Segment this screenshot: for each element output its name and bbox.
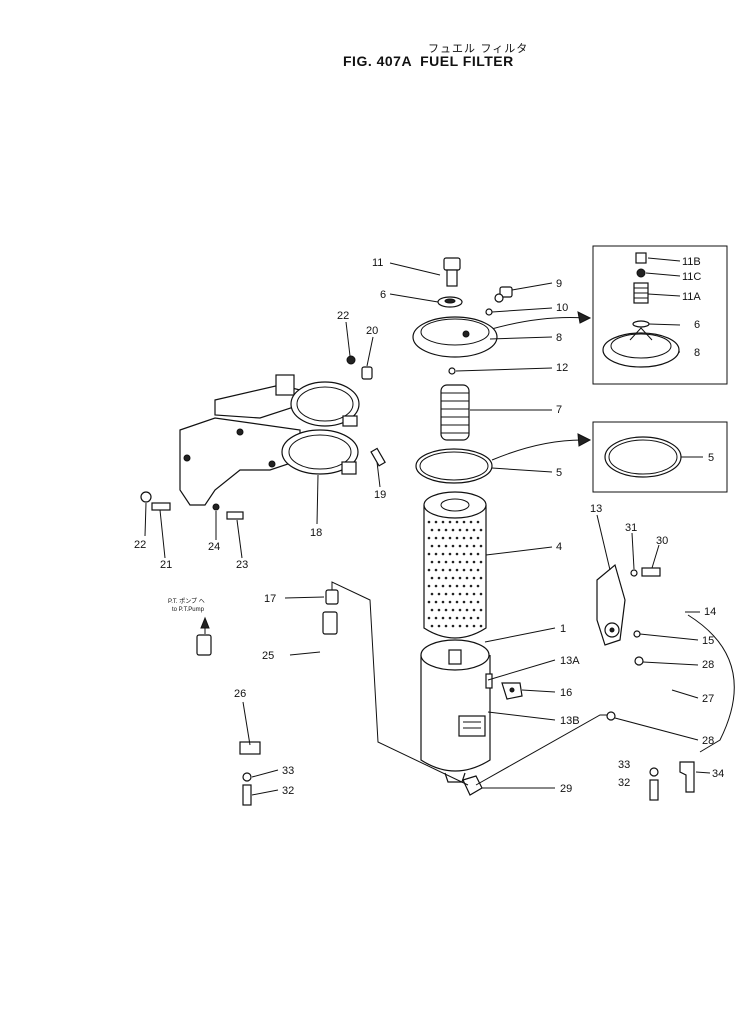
callout-32-left: 32 xyxy=(282,785,294,797)
fitting-17 xyxy=(325,589,339,605)
pipe-right xyxy=(475,714,610,786)
arrow-up-icon xyxy=(200,616,210,629)
detail-gasket-ring xyxy=(604,436,682,478)
bracket-34 xyxy=(679,761,695,793)
callout-5-detail: 5 xyxy=(708,452,714,464)
bolt-20 xyxy=(361,366,373,380)
callout-22-top: 22 xyxy=(337,310,349,322)
gasket-5 xyxy=(415,448,493,484)
washer-33-left xyxy=(242,772,252,782)
figure-number: FIG. 407A xyxy=(343,53,413,69)
callout-31: 31 xyxy=(625,522,637,534)
callout-18: 18 xyxy=(310,527,322,539)
title-japanese: フュエル フィルタ xyxy=(428,42,529,55)
callout-23: 23 xyxy=(236,559,248,571)
detail-cover-assembly xyxy=(602,252,680,368)
bolt-32-left xyxy=(242,784,252,806)
callout-11a: 11A xyxy=(682,291,701,303)
callout-8: 8 xyxy=(556,332,562,344)
callout-20: 20 xyxy=(366,325,378,337)
callout-4: 4 xyxy=(556,541,562,553)
cover-8 xyxy=(412,316,498,358)
clamp-18 xyxy=(281,381,360,475)
callout-21: 21 xyxy=(160,559,172,571)
plug-9 xyxy=(494,286,513,303)
ring-12 xyxy=(448,367,456,375)
washer-10 xyxy=(485,308,493,316)
callout-13b: 13B xyxy=(560,715,580,727)
callout-34: 34 xyxy=(712,768,724,780)
nut-22 xyxy=(346,355,356,365)
callout-11b: 11B xyxy=(682,256,701,268)
pipe-to-drain xyxy=(331,581,469,786)
clamp-28-lower xyxy=(606,711,616,721)
callout-33-right: 33 xyxy=(618,759,630,771)
callout-26: 26 xyxy=(234,688,246,700)
callout-24: 24 xyxy=(208,541,220,553)
bracket-assembly xyxy=(179,374,301,506)
callout-22-bottom: 22 xyxy=(134,539,146,551)
bolt-11 xyxy=(443,257,461,287)
callout-28-lower: 28 xyxy=(702,735,714,747)
bolt-32-right xyxy=(649,779,659,801)
drain-29 xyxy=(462,775,483,796)
figure-name: FUEL FILTER xyxy=(420,53,514,69)
note-line-en: to P.T.Pump xyxy=(172,607,205,613)
callout-10: 10 xyxy=(556,302,568,314)
callout-8-detail: 8 xyxy=(694,347,700,359)
bolt-30 xyxy=(641,567,661,577)
callout-11: 11 xyxy=(372,257,383,269)
callout-5: 5 xyxy=(556,467,562,479)
element-perforations xyxy=(427,520,483,628)
note-line-jp: P.T. ポンプ へ xyxy=(168,597,205,605)
callout-labels: 11 6 9 10 8 12 7 5 4 1 13A 16 13B 29 11B… xyxy=(134,256,724,797)
washer-33-right xyxy=(649,767,659,777)
callout-13a: 13A xyxy=(560,655,580,667)
detail-box-cover xyxy=(592,245,728,385)
callout-12: 12 xyxy=(556,362,568,374)
hose-25 xyxy=(196,611,338,789)
callout-15: 15 xyxy=(702,635,714,647)
spring-7 xyxy=(440,384,470,441)
element-4 xyxy=(423,491,487,639)
bolt-21 xyxy=(140,491,171,511)
callout-17: 17 xyxy=(264,593,276,605)
washer-24 xyxy=(212,503,220,511)
figure-title: FIG. 407A FUEL FILTER xyxy=(343,53,514,69)
callout-29: 29 xyxy=(560,783,572,795)
callout-27: 27 xyxy=(702,693,714,705)
bracket-13 xyxy=(596,563,626,646)
arrow-to-gasket-detail xyxy=(491,439,583,461)
callout-14: 14 xyxy=(704,606,716,618)
washer-31 xyxy=(630,569,638,577)
detail-box-gasket xyxy=(592,421,728,493)
callout-28-upper: 28 xyxy=(702,659,714,671)
callout-32-right: 32 xyxy=(618,777,630,789)
callout-11c: 11C xyxy=(682,271,701,283)
callout-30: 30 xyxy=(656,535,668,547)
line-to-34 xyxy=(687,614,735,753)
clamp-28-upper xyxy=(634,656,644,666)
leader-lines xyxy=(144,262,711,796)
callout-6-detail: 6 xyxy=(694,319,700,331)
arrow-to-cover-detail xyxy=(487,317,586,331)
filter-case-1 xyxy=(420,639,491,783)
bolt-23 xyxy=(226,511,244,520)
callout-7: 7 xyxy=(556,404,562,416)
callout-13: 13 xyxy=(590,503,602,515)
clamp-15 xyxy=(633,630,641,638)
callout-25: 25 xyxy=(262,650,274,662)
callout-33-left: 33 xyxy=(282,765,294,777)
callout-6: 6 xyxy=(380,289,386,301)
callout-19: 19 xyxy=(374,489,386,501)
bolt-19 xyxy=(370,447,386,467)
label-13a xyxy=(485,673,493,689)
callout-9: 9 xyxy=(556,278,562,290)
callout-16: 16 xyxy=(560,687,572,699)
callout-1: 1 xyxy=(560,623,566,635)
